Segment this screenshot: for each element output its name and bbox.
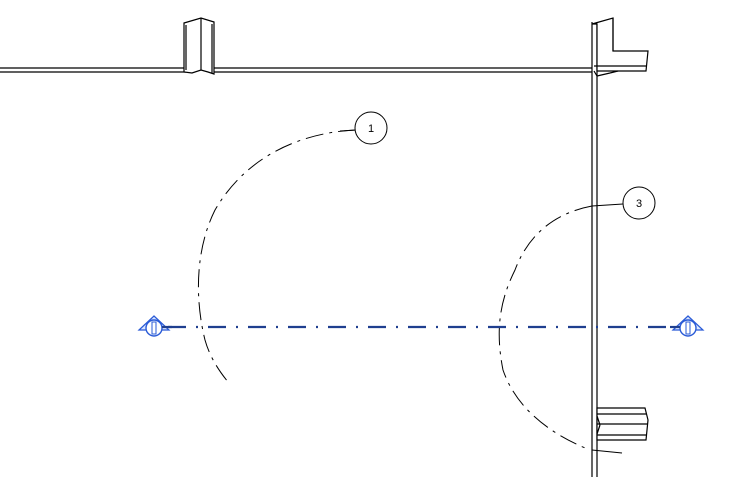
right-wall[interactable] <box>591 22 598 477</box>
grid-head-left-label <box>151 321 157 335</box>
door-tag-3-bubble <box>622 186 656 220</box>
wall-column-left[interactable] <box>183 17 215 75</box>
grid-head-right[interactable] <box>670 315 705 337</box>
door-tag-1-bubble <box>354 111 388 145</box>
door-tag-3-label: 3 <box>636 198 642 210</box>
top-wall[interactable] <box>0 67 592 73</box>
door-swing-3[interactable] <box>498 205 623 454</box>
door-tag-3[interactable]: 3 <box>622 186 656 220</box>
door-tag-1-label: 1 <box>368 123 374 135</box>
door-swing-1[interactable] <box>197 129 357 383</box>
grid-head-right-label <box>685 321 691 335</box>
door-tag-1[interactable]: 1 <box>354 111 388 145</box>
wall-corner-top-right[interactable] <box>591 17 649 77</box>
tag-leaders <box>339 129 624 207</box>
grid-head-left[interactable] <box>137 315 172 337</box>
wall-stub-bottom-right[interactable] <box>596 407 649 441</box>
